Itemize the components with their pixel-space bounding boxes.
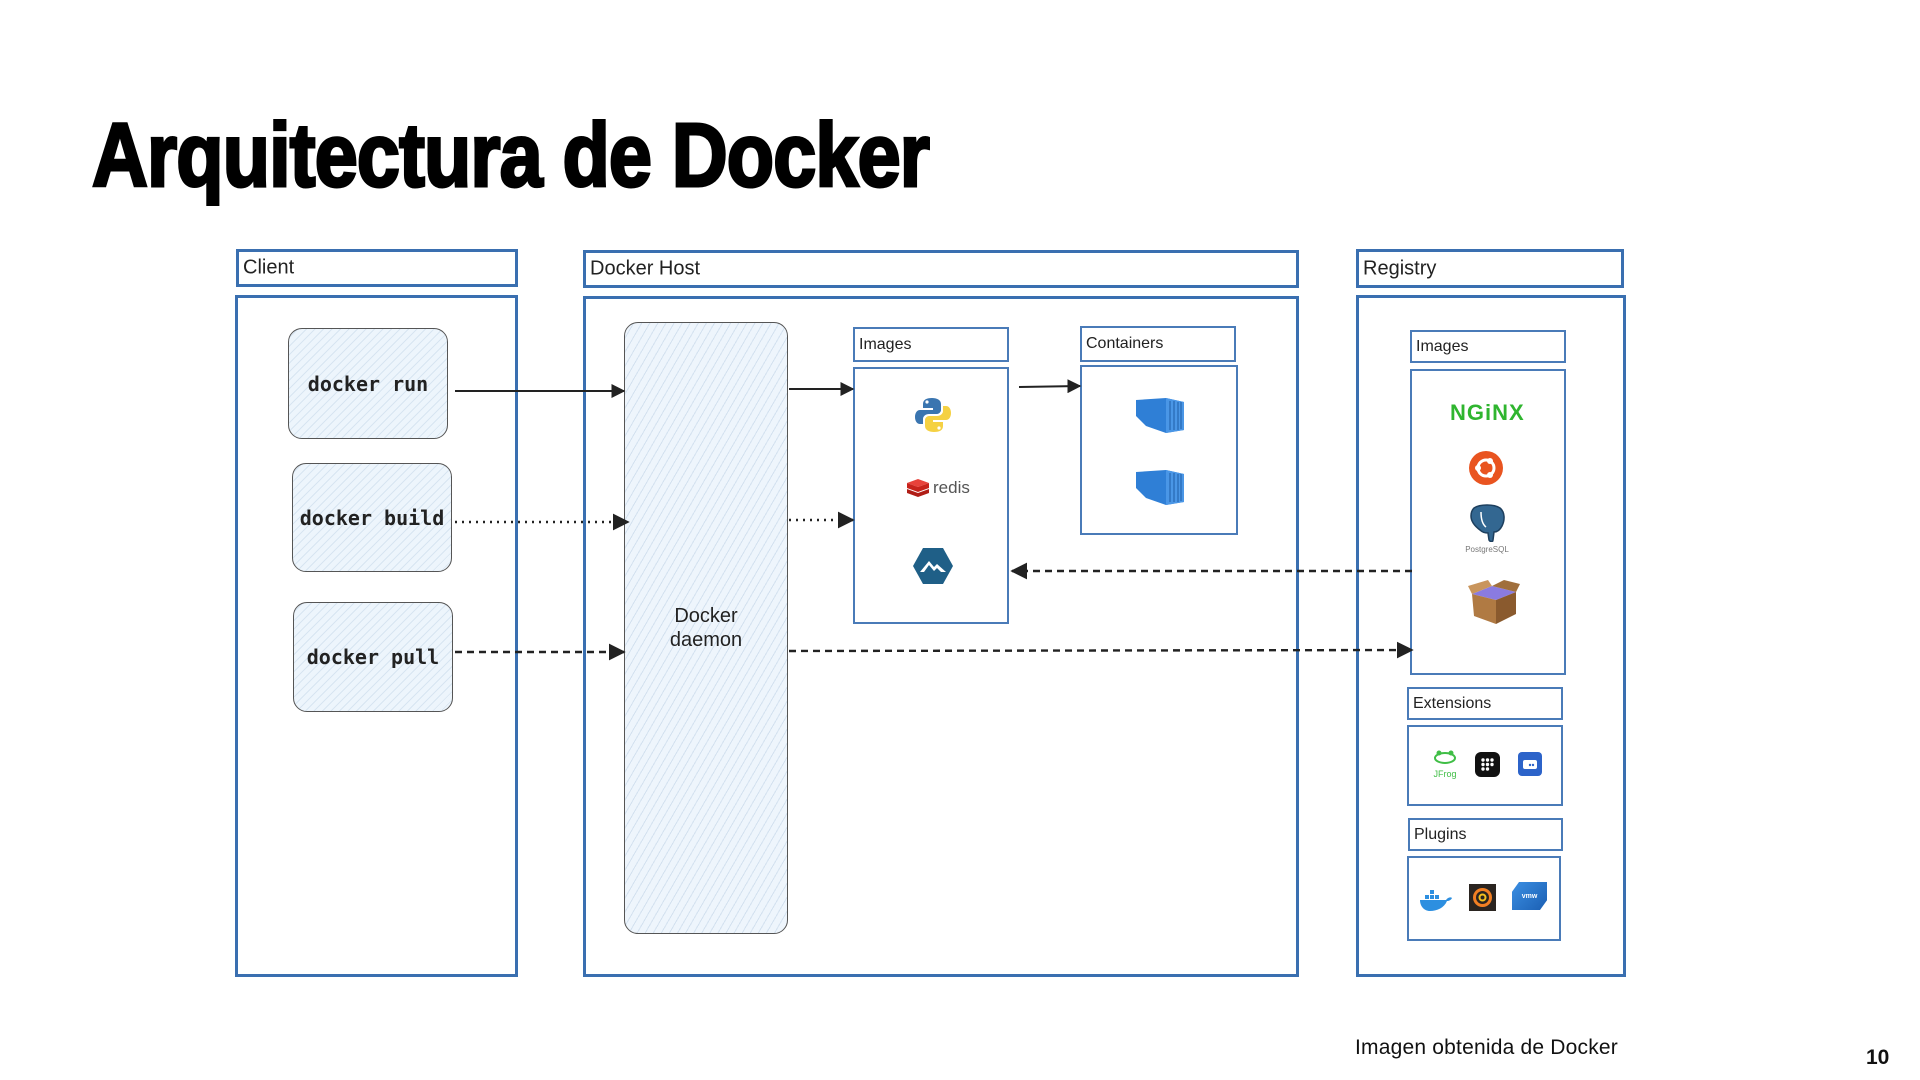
slide-title: Arquitectura de Docker: [91, 105, 931, 208]
elephant-icon: [1470, 504, 1505, 543]
docker-whale-icon: [1420, 890, 1452, 911]
image-caption: Imagen obtenida de Docker: [1355, 1036, 1618, 1059]
registry-title: Registry: [1363, 257, 1437, 279]
disk-app-icon: [1518, 752, 1542, 776]
frog-glyph: [1434, 750, 1456, 764]
docker-host-header: Docker Host: [583, 250, 1299, 288]
vmware-text: vmw: [1521, 892, 1538, 900]
daemon-label-line1: Docker: [674, 605, 738, 627]
extensions-title: Extensions: [1413, 694, 1492, 712]
plugins-title: Plugins: [1414, 825, 1467, 843]
ubuntu-icon: [1469, 451, 1503, 485]
docker-pull-command: docker pull: [293, 602, 453, 712]
grafana-icon: [1469, 884, 1496, 911]
box-icon: [1468, 580, 1520, 624]
registry-images-header: Images: [1410, 330, 1566, 363]
registry-header: Registry: [1356, 249, 1624, 288]
docker-pull-label: docker pull: [306, 645, 440, 669]
postgresql-text: PostgreSQL: [1465, 545, 1509, 554]
extensions-header: Extensions: [1407, 687, 1563, 720]
page-number: 10: [1866, 1046, 1890, 1069]
host-images-title: Images: [859, 335, 912, 353]
containers-panel: [1080, 365, 1238, 535]
docker-build-command: docker build: [292, 463, 452, 572]
docker-daemon-label: Docker daemon: [624, 604, 788, 652]
docker-daemon: [624, 322, 788, 934]
container-icon: [1136, 470, 1184, 505]
docker-run-label: docker run: [307, 371, 429, 396]
client-header: Client: [236, 249, 518, 287]
python-icon: [915, 398, 951, 432]
client-title: Client: [243, 256, 295, 279]
docker-build-label: docker build: [299, 505, 445, 530]
redis-cube-icon: [907, 479, 929, 497]
nginx-logo: NGiNX: [1450, 400, 1525, 425]
plugins-header: Plugins: [1408, 818, 1563, 851]
redis-text: redis: [933, 478, 970, 497]
vmware-icon: vmw: [1512, 882, 1547, 910]
extensions-panel: [1407, 725, 1563, 806]
alpine-icon: [913, 548, 953, 584]
daemon-label-line2: daemon: [669, 629, 743, 651]
container-icon: [1136, 398, 1184, 433]
jfrog-text: JFrog: [1433, 769, 1457, 779]
postgresql-icon: PostgreSQL: [1462, 504, 1512, 554]
registry-images-title: Images: [1416, 337, 1469, 355]
jfrog-icon: JFrog: [1430, 750, 1460, 779]
docker-host-title: Docker Host: [590, 257, 701, 280]
docker-run-command: docker run: [288, 328, 448, 439]
grid-app-icon: [1475, 752, 1500, 777]
redis-icon: redis: [906, 478, 970, 498]
containers-header: Containers: [1080, 326, 1236, 362]
containers-title: Containers: [1086, 335, 1164, 352]
host-images-header: Images: [853, 327, 1009, 362]
